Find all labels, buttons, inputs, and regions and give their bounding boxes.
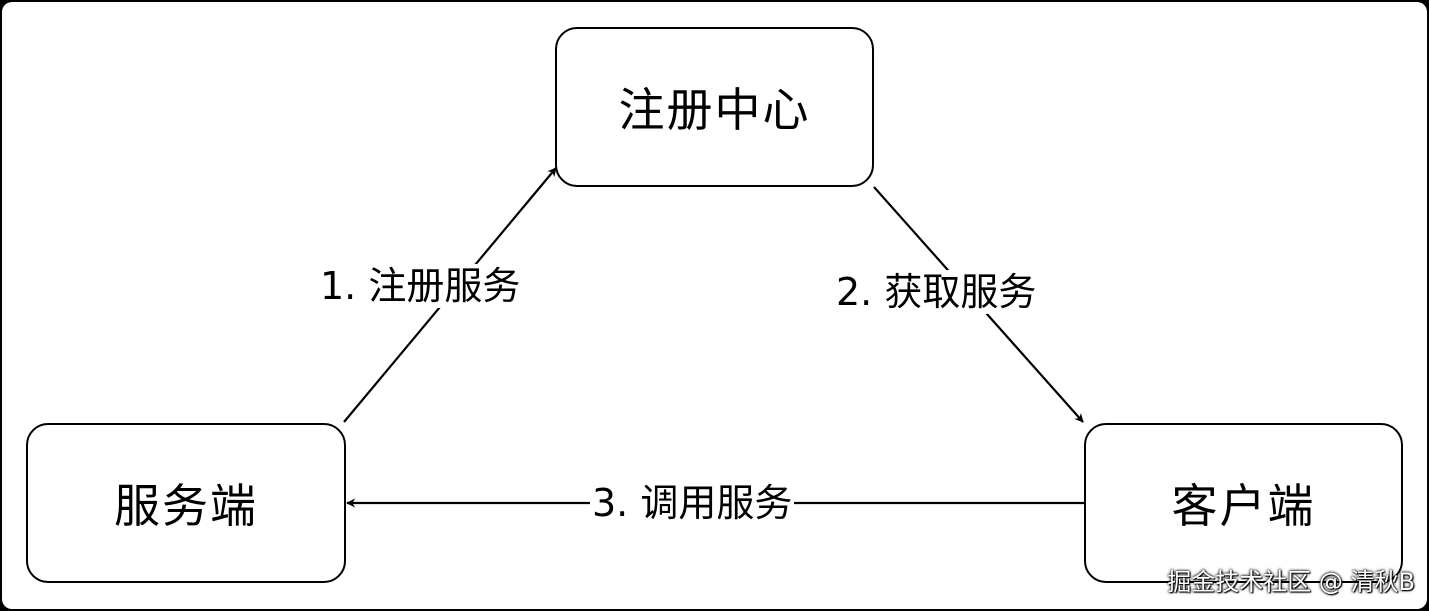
server-label: 服务端 (114, 479, 258, 533)
register-edge-label: 1. 注册服务 (318, 264, 523, 308)
invoke-edge-label: 3. 调用服务 (590, 481, 795, 525)
discover-edge-label: 2. 获取服务 (834, 270, 1039, 314)
registry-node: 注册中心 (555, 27, 874, 187)
client-node: 客户端 (1084, 423, 1403, 583)
watermark: 掘金技术社区 @ 清秋B (1167, 568, 1415, 596)
client-label: 客户端 (1171, 479, 1316, 533)
server-node: 服务端 (26, 423, 346, 583)
registry-label: 注册中心 (618, 83, 811, 137)
